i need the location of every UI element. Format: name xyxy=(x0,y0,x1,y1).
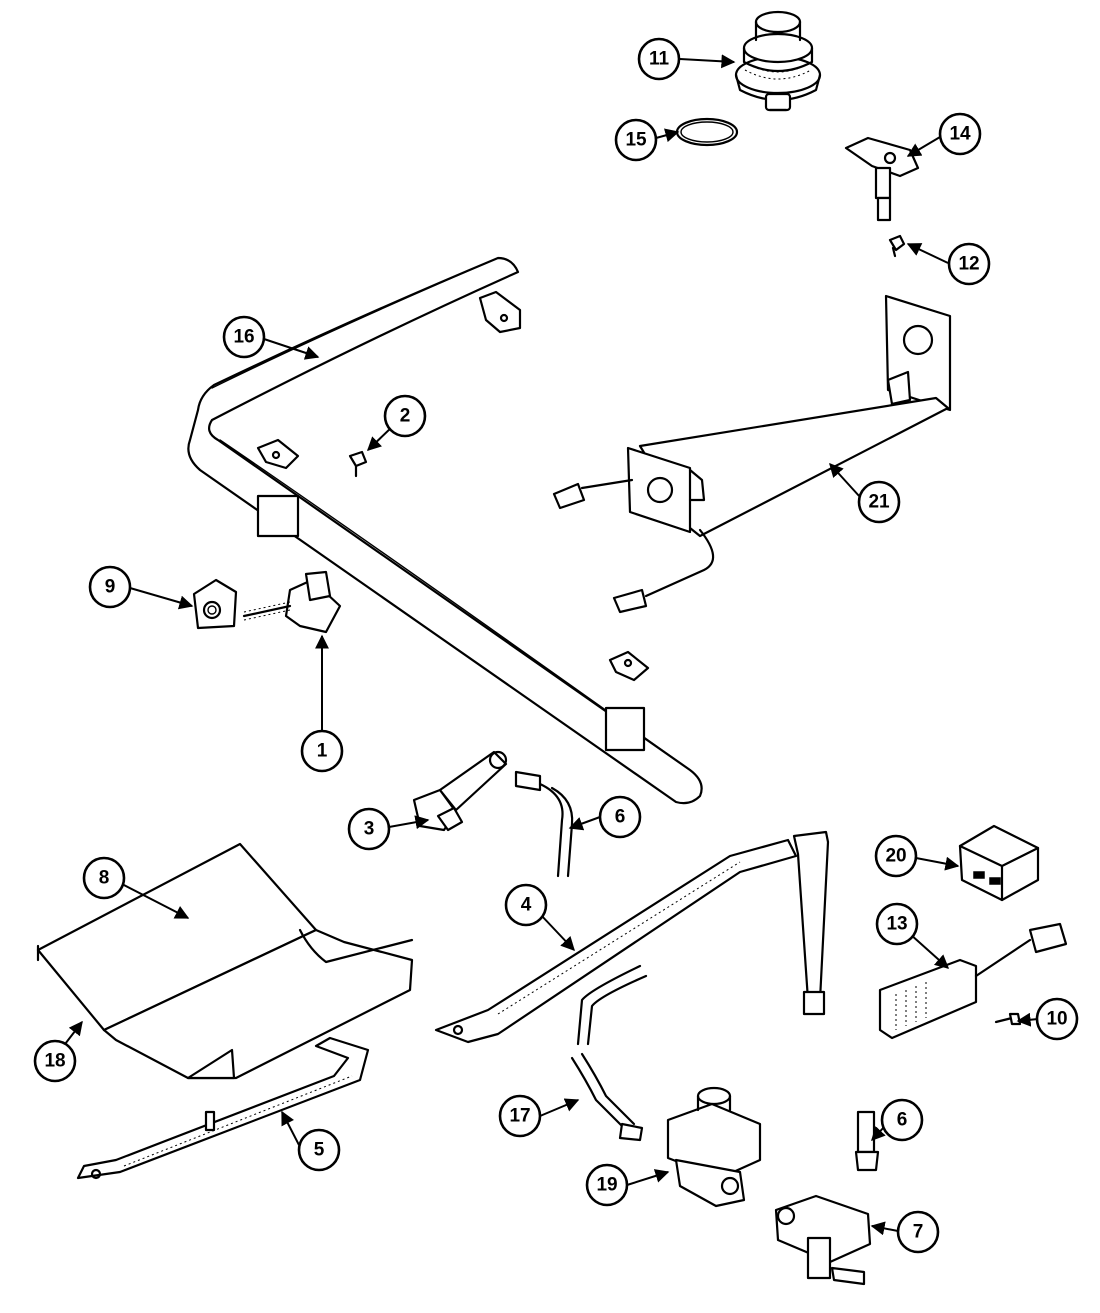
igniter-part xyxy=(878,922,1068,1040)
callout-15: 15 xyxy=(614,118,658,162)
callout-label: 20 xyxy=(885,846,906,867)
callout-label: 18 xyxy=(44,1051,65,1072)
callout-label: 13 xyxy=(886,914,907,935)
callout-label: 16 xyxy=(233,327,254,348)
gas-tubing-part xyxy=(570,964,648,1142)
callout-label: 21 xyxy=(868,492,890,513)
callout-label: 12 xyxy=(958,254,979,275)
callout-label: 6 xyxy=(897,1110,908,1131)
o-ring-part xyxy=(675,117,739,147)
callout-3: 3 xyxy=(347,807,391,851)
bake-burner-part xyxy=(76,1036,370,1180)
callout-16: 16 xyxy=(222,315,266,359)
orifice-bracket-part xyxy=(552,294,952,614)
callout-label: 7 xyxy=(913,1222,924,1243)
callout-8: 8 xyxy=(82,856,126,900)
pressure-regulator-part xyxy=(666,1086,762,1208)
callout-label: 5 xyxy=(314,1140,325,1161)
callout-label: 14 xyxy=(949,124,971,145)
callout-14: 14 xyxy=(938,112,982,156)
callout-9: 9 xyxy=(88,565,132,609)
callout-21: 21 xyxy=(857,480,901,524)
callout-label: 10 xyxy=(1046,1009,1067,1030)
callout-label: 1 xyxy=(317,741,328,762)
heat-shield-part xyxy=(36,842,414,1080)
callout-label: 9 xyxy=(105,577,116,598)
callout-label: 11 xyxy=(649,49,670,70)
tube-fitting-part-upper xyxy=(514,770,574,878)
callout-18: 18 xyxy=(33,1039,77,1083)
screw-10-part xyxy=(994,1012,1022,1026)
callout-19: 19 xyxy=(585,1163,629,1207)
callout-label: 19 xyxy=(596,1175,617,1196)
callout-11: 11 xyxy=(637,37,681,81)
callout-6-lower: 6 xyxy=(880,1098,924,1142)
clip-nut-part xyxy=(192,578,238,630)
orifice-holder-part xyxy=(412,750,508,832)
top-burner-part xyxy=(734,10,822,112)
valve-lever-part xyxy=(242,570,342,634)
callout-label: 2 xyxy=(400,406,411,427)
callout-20: 20 xyxy=(874,834,918,878)
callout-label: 3 xyxy=(364,819,375,840)
callout-label: 6 xyxy=(615,807,626,828)
spark-module-part xyxy=(958,824,1040,902)
callout-label: 4 xyxy=(521,895,532,916)
callout-13: 13 xyxy=(875,902,919,946)
callout-12: 12 xyxy=(947,242,991,286)
callout-label: 17 xyxy=(509,1106,530,1127)
callout-label: 15 xyxy=(625,130,647,151)
screw-2-part xyxy=(348,450,368,478)
callout-10: 10 xyxy=(1035,997,1079,1041)
oven-burner-part xyxy=(434,830,830,1044)
callout-2: 2 xyxy=(383,394,427,438)
screw-12-part xyxy=(888,234,906,258)
callout-5: 5 xyxy=(297,1128,341,1172)
callout-label: 8 xyxy=(99,868,110,889)
oven-valve-part xyxy=(774,1194,872,1286)
callout-1: 1 xyxy=(300,729,344,773)
callout-7: 7 xyxy=(896,1210,940,1254)
callout-6-upper: 6 xyxy=(598,795,642,839)
leader-lines xyxy=(61,54,1039,1236)
callout-17: 17 xyxy=(498,1094,542,1138)
manifold-bracket-part xyxy=(187,256,703,805)
callout-4: 4 xyxy=(504,883,548,927)
electrode-part xyxy=(844,136,920,222)
tube-fitting-part-lower xyxy=(854,1110,880,1172)
